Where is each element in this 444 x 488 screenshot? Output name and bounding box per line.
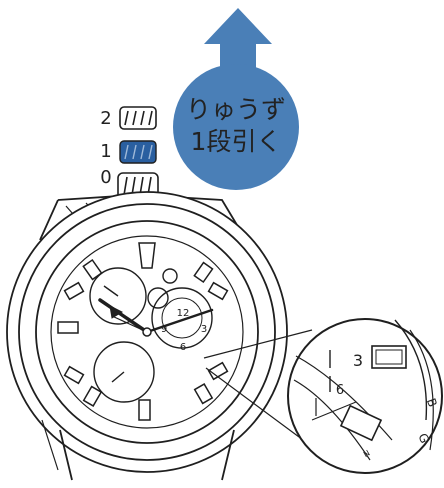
crown-position-2: 2 [100, 108, 111, 129]
magnified-numeral-6: 6 [336, 383, 344, 398]
crown-position-2-outline [119, 106, 157, 130]
magnified-numeral-3: 3 [353, 351, 363, 370]
crown-icon [119, 140, 157, 164]
dial-numeral-9: 9 [161, 324, 167, 335]
watch-hands [98, 298, 214, 337]
pull-up-arrow-icon [173, 8, 299, 190]
crown-position-1: 1 [100, 141, 111, 162]
magnified-dial-inset [287, 318, 443, 474]
bezel-mark-n: N [362, 448, 372, 459]
sub-dials [89, 267, 213, 403]
dial-numeral-12: 12 [177, 308, 190, 319]
hour-indices [57, 242, 229, 421]
dial-numeral-6: 6 [180, 342, 186, 353]
instruction-line-2: 1段引く [191, 127, 282, 156]
instruction-line-1: りゅうず [186, 95, 286, 124]
crown-position-0: 0 [100, 167, 111, 188]
dial-numeral-3: 3 [201, 324, 207, 335]
